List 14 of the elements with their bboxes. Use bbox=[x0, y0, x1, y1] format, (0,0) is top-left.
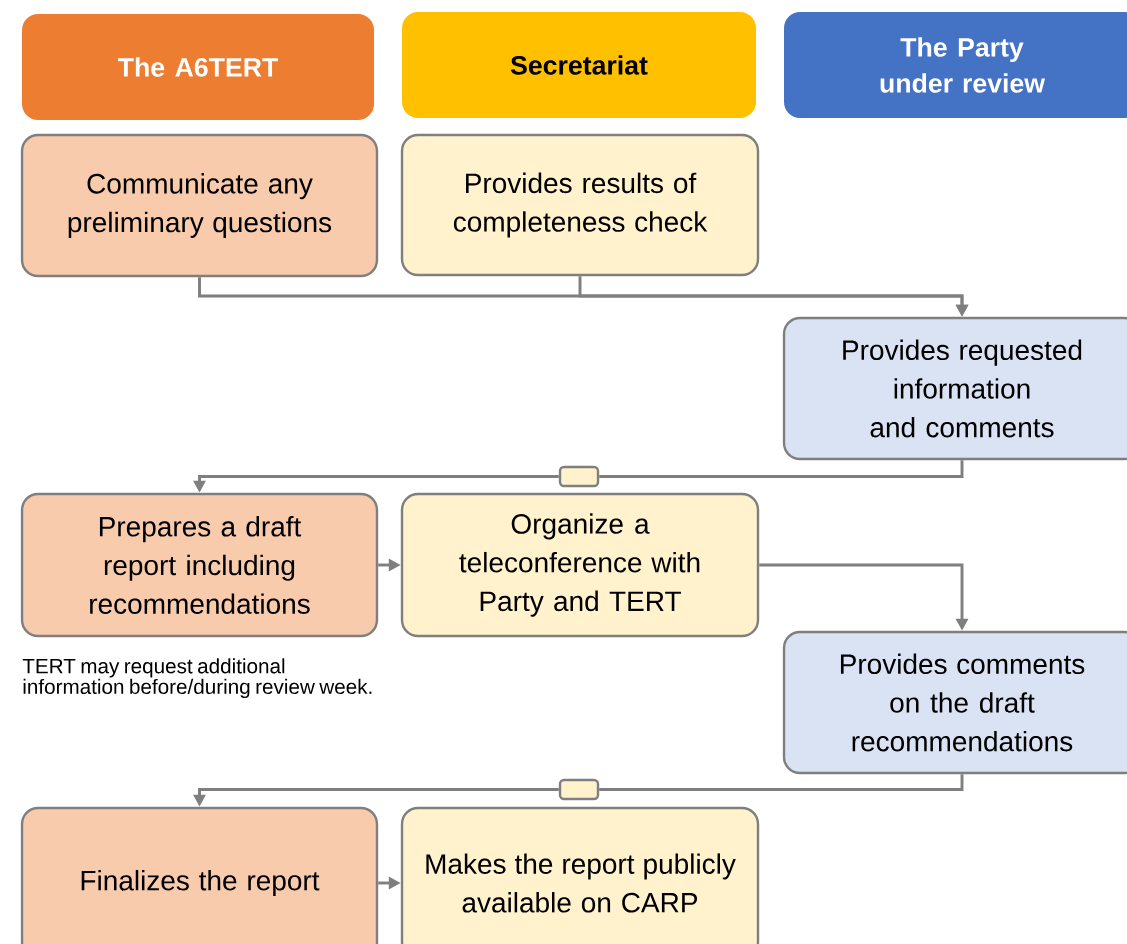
process-box: Communicate any preliminary questions bbox=[20, 133, 379, 278]
process-box: Provides comments on the draft recommendations bbox=[782, 630, 1127, 775]
process-box: Finalizes the report bbox=[20, 806, 379, 944]
header-box: The A6TERT bbox=[22, 14, 374, 120]
process-box: Prepares a draft report including recommendations bbox=[20, 492, 379, 638]
note-text: TERT may request additional information before/during review week. bbox=[22, 658, 372, 699]
process-box: Makes the report publicly available on CARP bbox=[400, 806, 760, 944]
process-box: Provides requested information and comments bbox=[782, 316, 1127, 461]
process-box: Organize a teleconference with Party and TERT bbox=[400, 492, 760, 638]
connector-box bbox=[558, 465, 600, 488]
header-box: The Party under review bbox=[784, 12, 1127, 118]
process-box: Provides results of completeness check bbox=[400, 133, 760, 277]
header-box: Secretariat bbox=[402, 12, 756, 118]
connector-box bbox=[558, 778, 600, 801]
